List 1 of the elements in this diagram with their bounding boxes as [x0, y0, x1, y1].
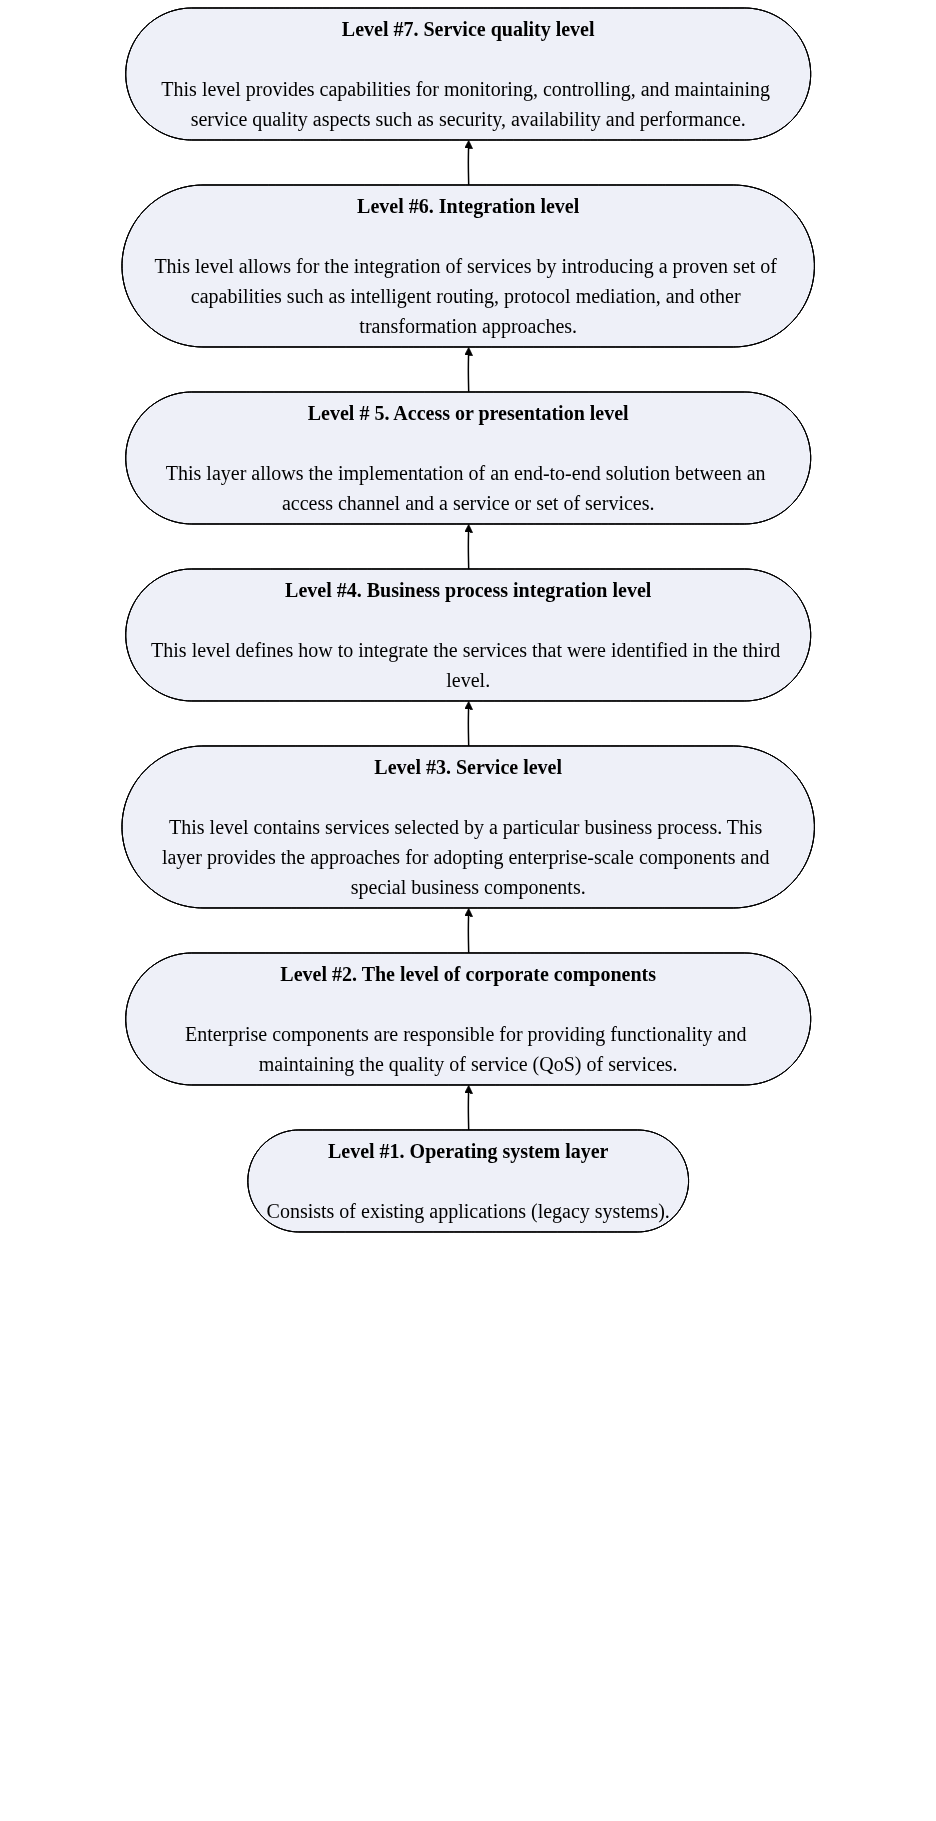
arrow: [463, 140, 473, 187]
